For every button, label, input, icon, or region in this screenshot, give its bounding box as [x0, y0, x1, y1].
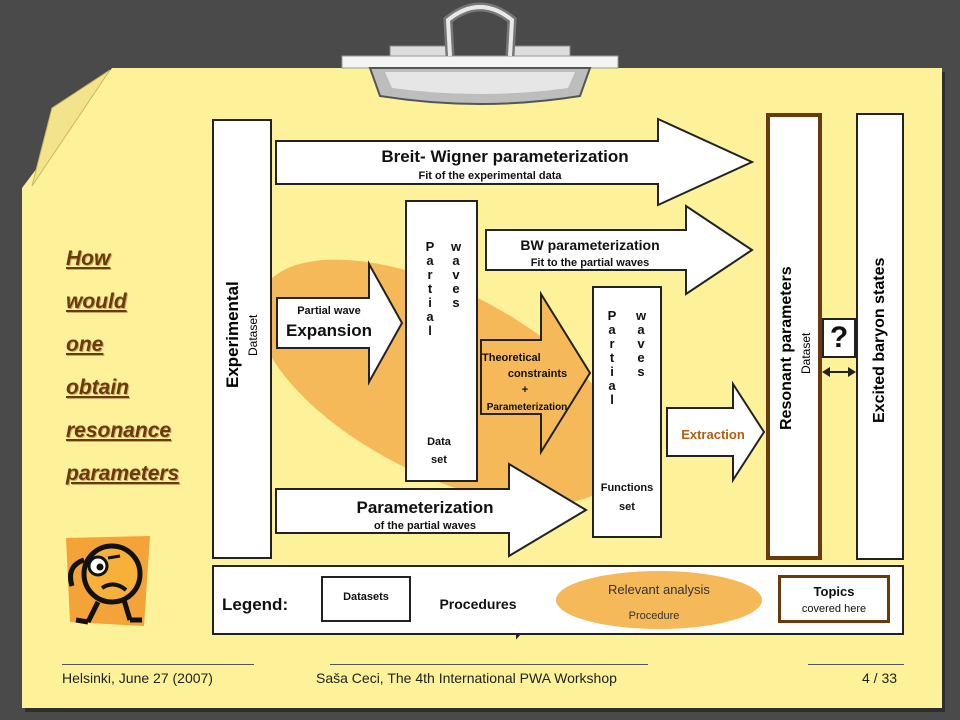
pw-letter: l	[610, 392, 614, 407]
pw-letter: a	[608, 322, 616, 337]
legend-topics-box	[778, 575, 890, 623]
bw-mid-title: BW parameterization	[520, 237, 660, 253]
legend-analysis-ellipse	[556, 571, 762, 629]
pw-letter: a	[426, 253, 434, 268]
pw-letter: e	[637, 350, 645, 365]
legend-topics-l1: Topics	[813, 584, 855, 599]
footer-center: Saša Ceci, The 4th International PWA Wor…	[316, 670, 617, 686]
pw-functions-col2: w a v e s	[635, 309, 647, 379]
footer-page: 4 / 33	[862, 670, 898, 686]
pw-letter: t	[609, 350, 615, 365]
resonant-title: Resonant parameters	[778, 266, 795, 430]
pw-letter: w	[450, 239, 462, 254]
pw-letter: a	[426, 309, 434, 324]
experimental-dataset-box	[212, 119, 272, 559]
pw-letter: a	[608, 378, 616, 393]
resonant-parameters-box	[766, 113, 822, 560]
side-question-word: obtain	[66, 376, 129, 399]
resonant-sub: Dataset	[799, 332, 813, 374]
parameterization-title: Parameterization	[356, 498, 494, 517]
pw-letter: v	[637, 336, 645, 351]
bw-top-arrow	[275, 117, 755, 207]
pw-expansion-arrow	[276, 260, 404, 386]
legend-analysis-l1: Relevant analysis	[608, 582, 710, 597]
pw-dataset-bottom1: Data	[427, 436, 451, 448]
parameterization-sub: of the partial waves	[373, 520, 477, 532]
side-question-word: resonance	[66, 419, 172, 442]
confused-face-icon	[66, 536, 150, 626]
footer-line-left	[62, 664, 254, 665]
legend-title: Legend:	[222, 595, 289, 614]
footer-line-center	[330, 664, 648, 665]
pw-functions-col1: P a r t i a l	[606, 309, 618, 407]
side-question: How would one obtain resonance parameter…	[66, 244, 206, 502]
pw-functions-bottom1: Functions	[600, 482, 654, 494]
bw-top-sub: Fit of the experimental data	[418, 170, 562, 182]
legend-datasets-label: Datasets	[343, 591, 389, 603]
extraction-arrow	[666, 380, 766, 484]
pw-letter: s	[452, 295, 460, 310]
excited-baryon-states-box	[856, 113, 904, 560]
extraction-label: Extraction	[681, 427, 745, 442]
side-question-word: one	[66, 333, 104, 356]
pw-dataset-col2: w a v e s	[450, 240, 462, 310]
theoretical-arrow	[480, 290, 592, 456]
page-curl-decoration	[22, 68, 112, 188]
pw-letter: t	[427, 281, 433, 296]
bw-top-title: Breit- Wigner parameterization	[381, 147, 629, 166]
pw-letter: a	[637, 322, 645, 337]
footer-line-right	[808, 664, 904, 665]
pw-expansion-small: Partial wave	[297, 305, 361, 317]
pw-letter: s	[637, 364, 645, 379]
side-question-word: How	[66, 247, 111, 270]
pw-dataset-bottom2: set	[431, 454, 447, 466]
side-question-word: parameters	[66, 462, 180, 485]
pw-expansion-big: Expansion	[286, 321, 372, 340]
pw-letter: v	[452, 267, 460, 282]
bw-mid-arrow	[485, 204, 754, 296]
pw-letter: r	[609, 336, 615, 351]
pw-letter: i	[428, 295, 432, 310]
legend-datasets-box	[321, 576, 411, 622]
theoretical-l4: Parameterization	[486, 402, 568, 413]
legend-topics-l2: covered here	[801, 603, 867, 615]
excited-title: Excited baryon states	[871, 257, 888, 423]
pw-letter: e	[452, 281, 460, 296]
pw-dataset-col1: P a r t i a l	[424, 240, 436, 338]
pw-letter: i	[610, 364, 614, 379]
bw-mid-sub: Fit to the partial waves	[530, 257, 650, 269]
side-question-word: would	[66, 290, 127, 313]
legend-procedures-label: Procedures	[439, 596, 517, 612]
pw-letter: P	[425, 239, 435, 254]
theoretical-l3: +	[521, 384, 529, 396]
theoretical-l1: Theoretical	[482, 352, 541, 364]
binder-clip-icon	[341, 2, 619, 105]
pw-functions-bottom2: set	[619, 501, 635, 513]
parameterization-arrow	[275, 462, 588, 558]
pw-letter: a	[452, 253, 460, 268]
pw-letter: P	[607, 308, 617, 323]
pw-letter: l	[428, 323, 432, 338]
pw-letter: w	[635, 308, 647, 323]
partial-waves-functions-box	[592, 286, 662, 538]
question-mark-box: ?	[822, 318, 856, 358]
pw-letter: r	[427, 267, 433, 282]
partial-waves-dataset-box	[405, 200, 478, 482]
footer-left: Helsinki, June 27 (2007)	[62, 670, 213, 686]
legend-analysis-l2: Procedure	[628, 610, 680, 622]
theoretical-l2: constraints	[507, 368, 568, 380]
